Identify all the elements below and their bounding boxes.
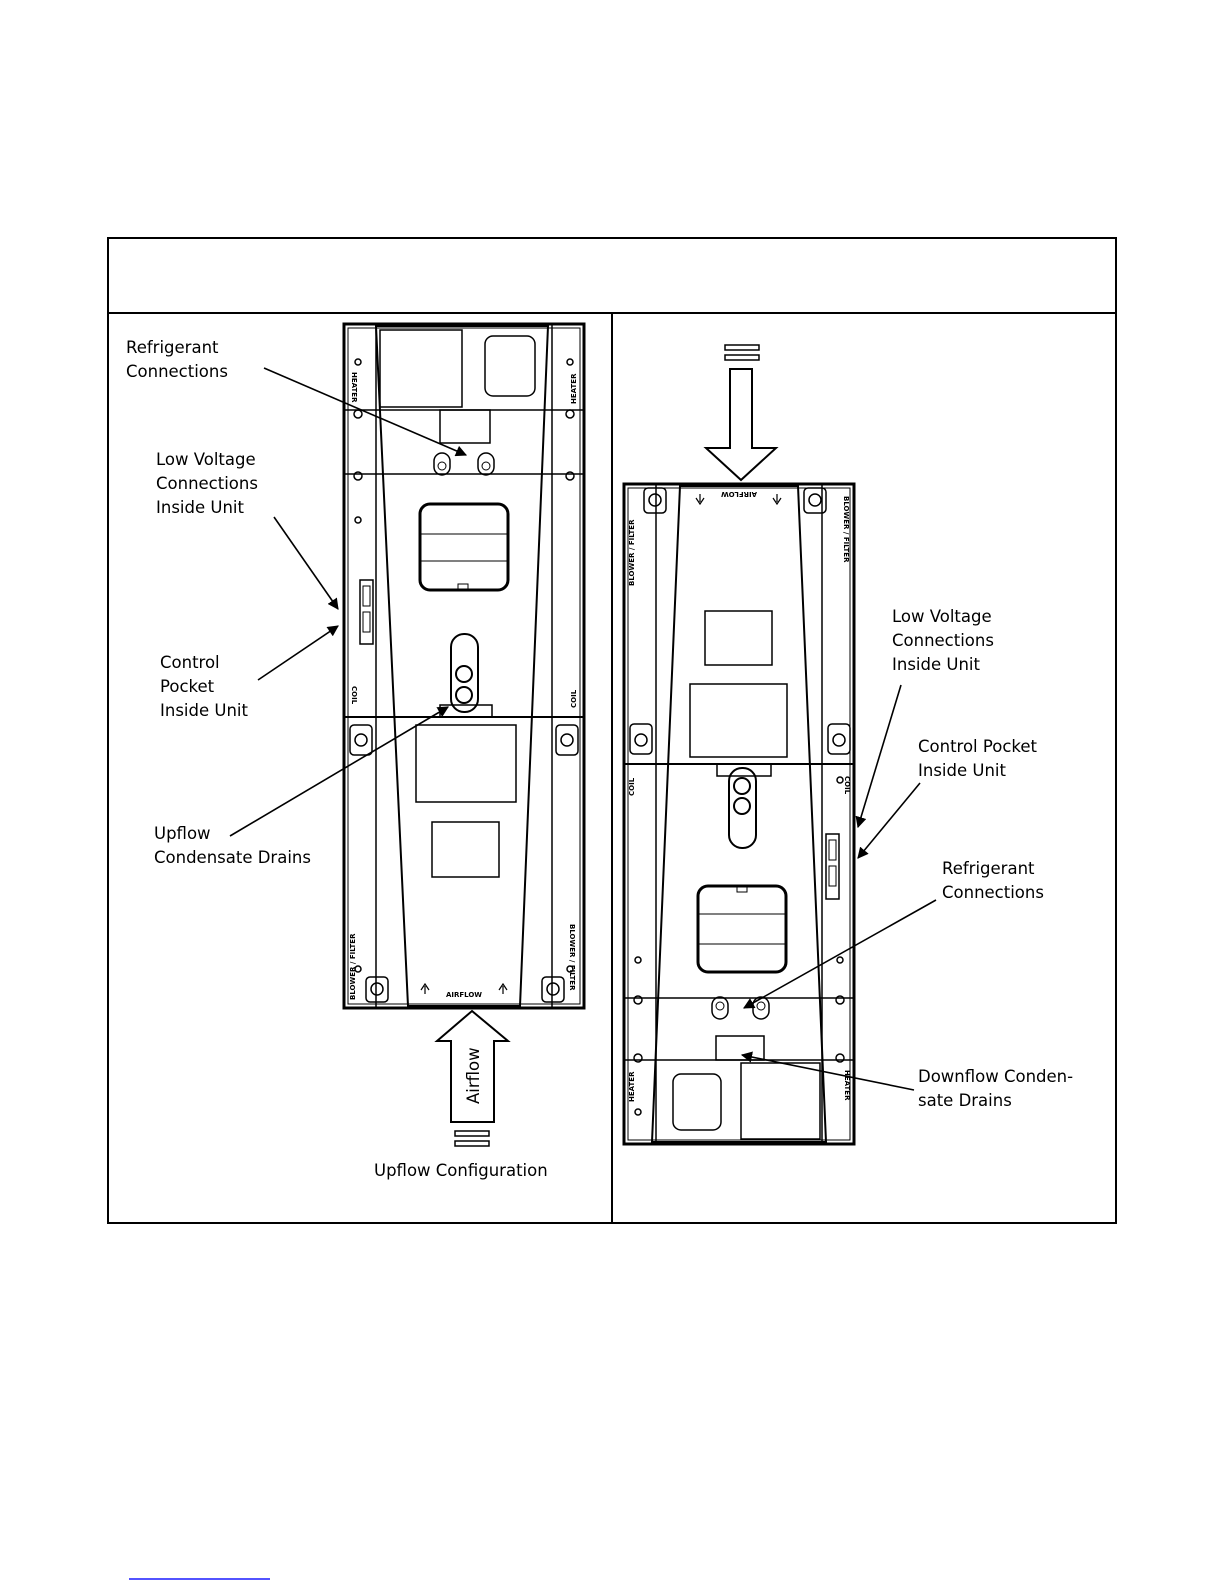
downflow-refrigerant-label-line1: Refrigerant <box>942 859 1035 878</box>
upflow-refrigerant-label-line1: Refrigerant <box>126 338 219 357</box>
upflow-coil-marking-right: COIL <box>570 689 578 708</box>
upflow-caption: Upflow Configuration <box>374 1161 548 1180</box>
upflow-blower-filter-marking: BLOWER / FILTER <box>349 933 357 1000</box>
upflow-heater-marking: HEATER <box>350 372 358 403</box>
upflow-blower-filter-marking-right: BLOWER / FILTER <box>568 924 576 991</box>
downflow-control-pocket-label-line2: Inside Unit <box>918 761 1006 780</box>
downflow-leaders <box>740 684 937 1091</box>
upflow-refrigerant-label-line2: Connections <box>126 362 228 381</box>
figure-frame <box>107 237 1117 1224</box>
upflow-coil-marking: COIL <box>350 686 358 705</box>
upflow-control-pocket-label-line2: Pocket <box>160 677 215 696</box>
downflow-heater-marking: HEATER <box>628 1071 636 1102</box>
upflow-unit-drawing <box>342 322 586 1010</box>
upflow-condensate-label-line2: Condensate Drains <box>154 848 311 867</box>
downflow-blower-filter-marking: BLOWER / FILTER <box>628 519 636 586</box>
downflow-refrigerant-label-line2: Connections <box>942 883 1044 902</box>
upflow-airflow-arrow-text: Airflow <box>464 1047 483 1104</box>
downflow-low-voltage-label-line3: Inside Unit <box>892 655 980 674</box>
upflow-low-voltage-label-line2: Connections <box>156 474 258 493</box>
upflow-low-voltage-label-line1: Low Voltage <box>156 450 256 469</box>
downflow-coil-marking: COIL <box>628 777 636 796</box>
downflow-coil-marking-right: COIL <box>843 776 851 795</box>
upflow-condensate-label-line1: Upflow <box>154 824 211 843</box>
downflow-airflow-marking: AIRFLOW <box>721 490 757 498</box>
downflow-condensate-label-line1: Downflow Conden- <box>918 1067 1073 1086</box>
downflow-control-pocket-label-line1: Control Pocket <box>918 737 1038 756</box>
upflow-leaders <box>229 367 468 837</box>
upflow-control-pocket-label-line3: Inside Unit <box>160 701 248 720</box>
downflow-heater-marking-right: HEATER <box>843 1070 851 1101</box>
upflow-airflow-arrow <box>434 1009 511 1147</box>
downflow-condensate-label-line2: sate Drains <box>918 1091 1012 1110</box>
downflow-blower-filter-marking-right: BLOWER / FILTER <box>842 496 850 563</box>
upflow-control-pocket-label-line1: Control <box>160 653 220 672</box>
upflow-airflow-marking: AIRFLOW <box>446 991 482 999</box>
downflow-airflow-arrow <box>703 344 779 482</box>
downflow-unit-drawing <box>622 482 856 1146</box>
upflow-heater-marking-right: HEATER <box>570 373 578 404</box>
downflow-low-voltage-label-line1: Low Voltage <box>892 607 992 626</box>
downflow-low-voltage-label-line2: Connections <box>892 631 994 650</box>
upflow-low-voltage-label-line3: Inside Unit <box>156 498 244 517</box>
